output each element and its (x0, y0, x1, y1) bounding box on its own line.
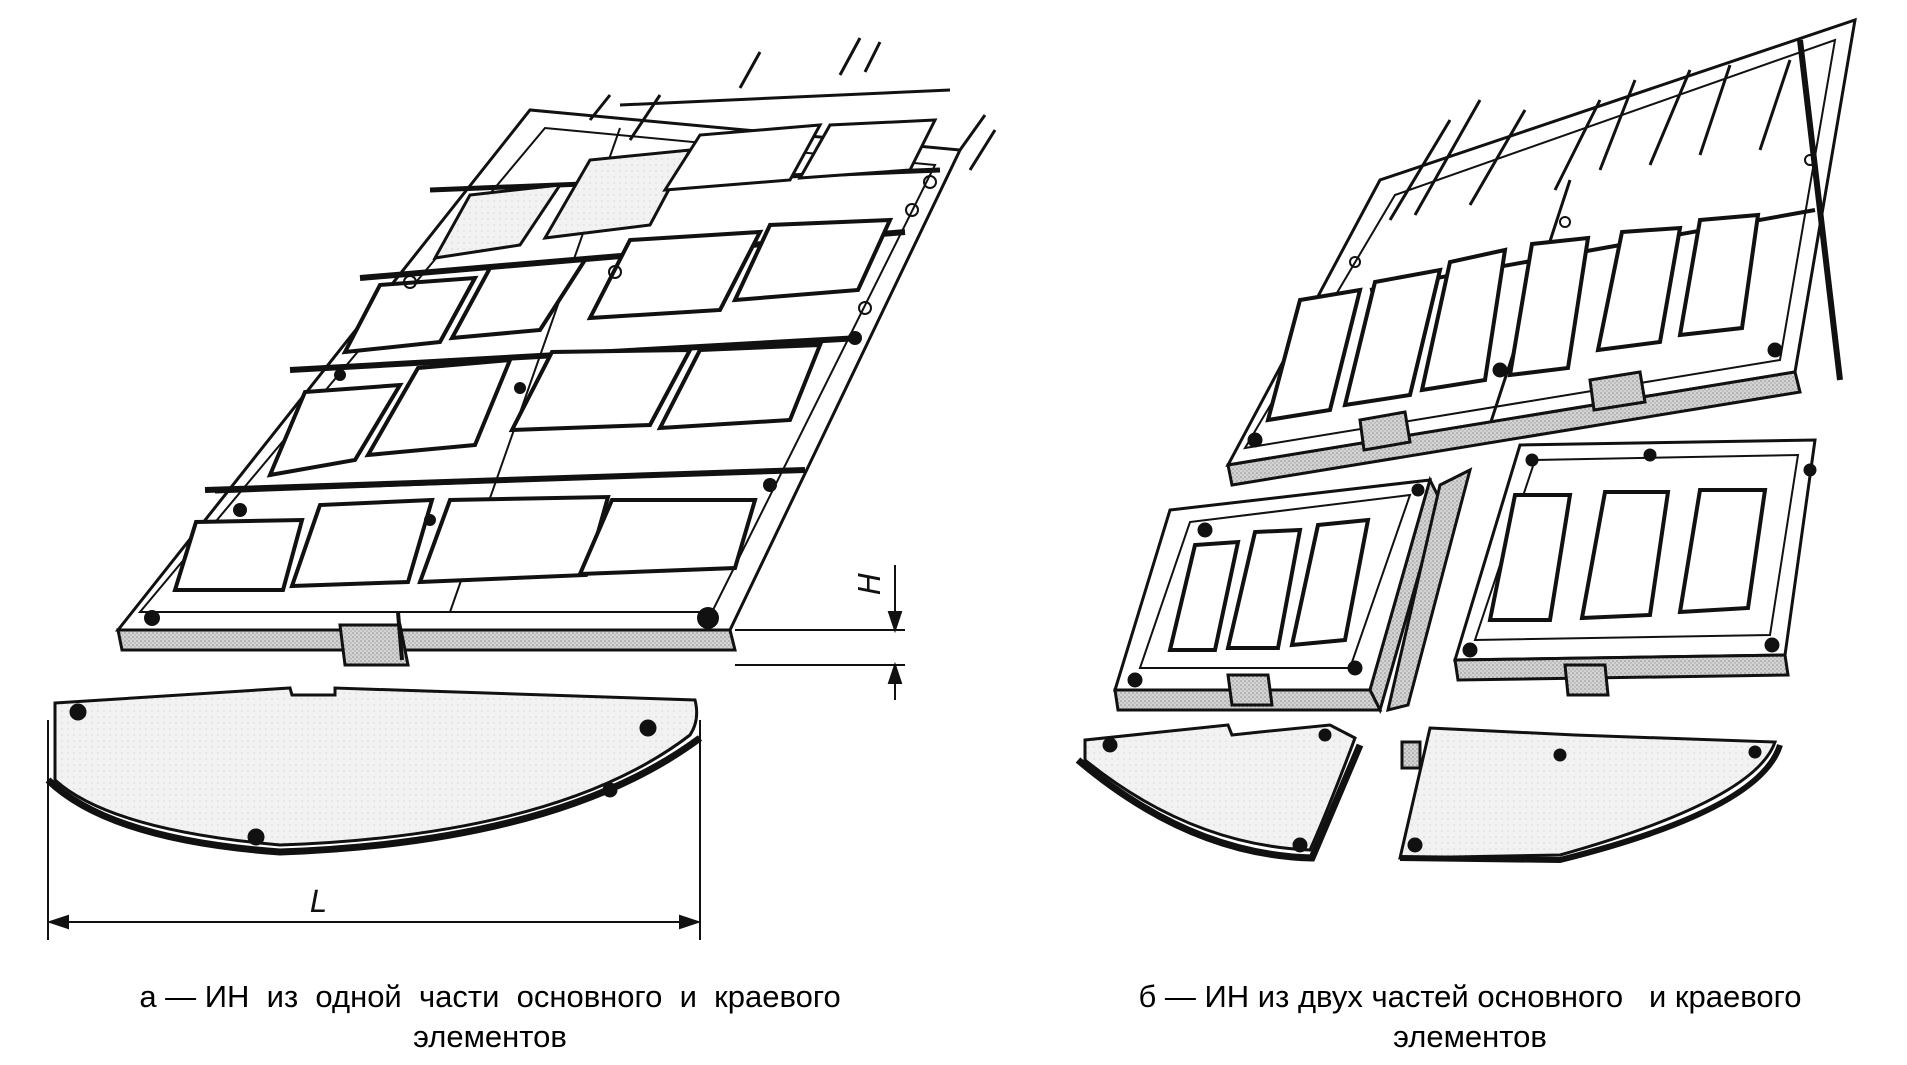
windows-row-2 (266, 342, 824, 478)
edge-element-a (45, 686, 703, 856)
height-label: H (853, 572, 888, 595)
caption-a-line1: а — ИН из одной части основного и краево… (139, 979, 841, 1014)
windows-row-3 (341, 217, 894, 355)
main-element-b-lower-left (1112, 475, 1442, 715)
figure-a-one-piece: L H (45, 37, 997, 940)
dimension-height: H (735, 565, 905, 700)
continuation-strokes-b (1388, 59, 1792, 221)
edge-element-b-left (1075, 723, 1364, 862)
dimension-length: L (46, 720, 702, 940)
length-label: L (310, 885, 327, 920)
joint-strip-b (1385, 467, 1473, 713)
edge-element-b-right (1398, 726, 1783, 864)
continuation-strokes-a (588, 37, 997, 171)
caption-a: а — ИН из одной части основного и краево… (70, 977, 910, 1057)
main-element-b-upper (1225, 17, 1857, 487)
front-edge-a (116, 611, 737, 667)
main-element-b-lower-right (1452, 438, 1817, 697)
figure-b-two-piece (1075, 17, 1857, 864)
caption-b-line1: б — ИН из двух частей основного и краево… (1138, 979, 1802, 1014)
windows-row-1 (172, 494, 758, 592)
caption-a-line2: элементов (413, 1019, 567, 1054)
caption-b-line2: элементов (1393, 1019, 1547, 1054)
windows-row-4 (432, 118, 938, 260)
caption-b: б — ИН из двух частей основного и краево… (1055, 977, 1885, 1057)
mounting-holes-a (144, 175, 937, 629)
